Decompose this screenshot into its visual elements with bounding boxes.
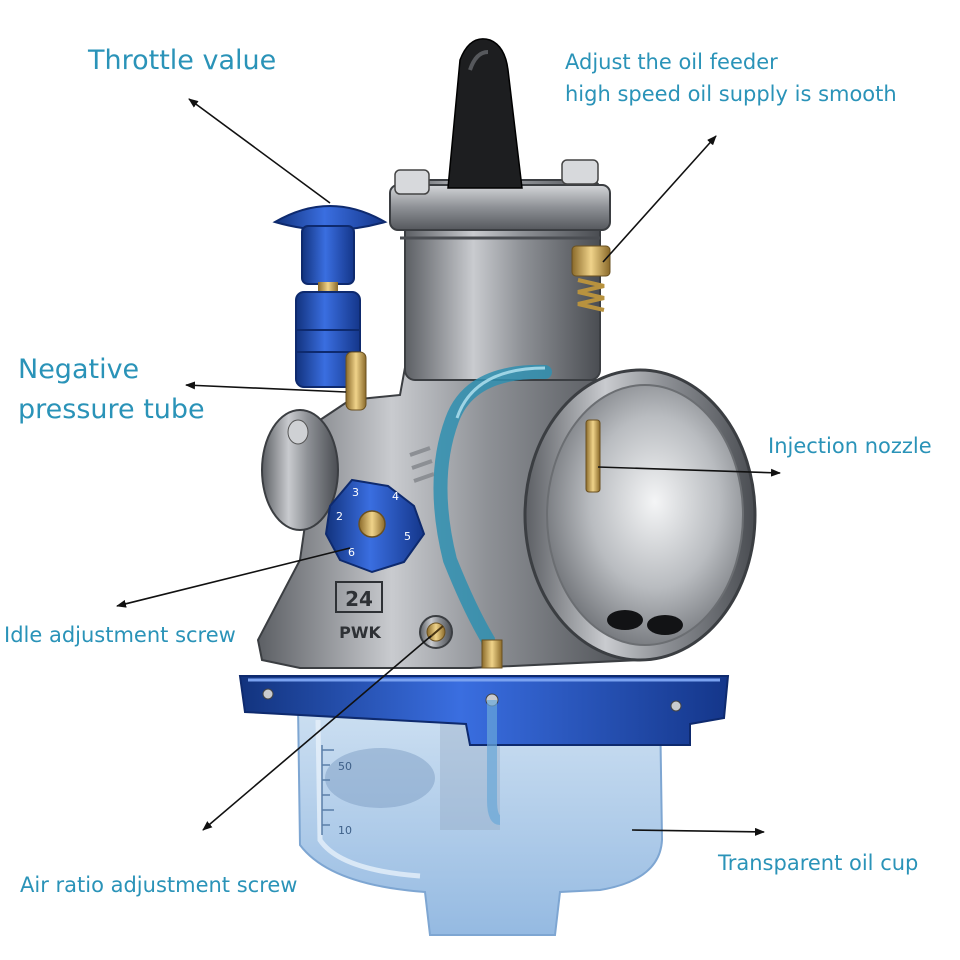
idle-knob (324, 446, 435, 574)
model-text: PWK (339, 623, 381, 642)
oil-feeder-label: Adjust the oil feeder high speed oil sup… (565, 46, 897, 110)
throttle-cap (447, 38, 523, 189)
arrow-throttle (188, 98, 331, 204)
arrow-negative-pressure (185, 381, 347, 393)
arrow-idle (116, 547, 351, 608)
top-screws (394, 159, 599, 195)
transparent-oil-cup-label: Transparent oil cup (718, 851, 919, 875)
cup-scale (321, 745, 334, 835)
negative-pressure-label-line2: pressure tube (18, 394, 205, 425)
model-plate (335, 581, 383, 613)
arrow-oil-feeder (602, 135, 717, 263)
knob-number-3: 3 (352, 486, 359, 499)
transparent-oil-cup (296, 704, 664, 936)
idle-adjustment-screw-label: Idle adjustment screw (4, 623, 236, 647)
air-ratio-adjustment-screw-label: Air ratio adjustment screw (20, 873, 298, 897)
negative-pressure-tube-label: Negative pressure tube (18, 350, 205, 430)
choke-plunger (272, 205, 388, 388)
pressure-nipple (345, 351, 367, 411)
injection-nozzle (585, 419, 601, 493)
knob-number-4: 4 (392, 490, 399, 503)
oil-feeder-label-line1: Adjust the oil feeder (565, 50, 778, 74)
scale-mark-50: 50 (338, 760, 352, 773)
leader-lines (116, 98, 781, 836)
scale-mark-10: 10 (338, 824, 352, 837)
arrow-air-ratio (202, 635, 432, 831)
air-ratio-screw (419, 615, 453, 649)
bell-mouth (523, 368, 757, 662)
injection-nozzle-label: Injection nozzle (768, 434, 932, 458)
throttle-value-label: Throttle value (88, 45, 277, 76)
oil-feeder-label-line2: high speed oil supply is smooth (565, 82, 897, 106)
vent-tube (433, 364, 552, 825)
arrow-injection (597, 466, 781, 477)
arrow-oil-cup (631, 827, 765, 836)
knob-number-5: 5 (404, 530, 411, 543)
model-number: 24 (345, 587, 373, 611)
oil-feeder-screw (571, 245, 611, 312)
knob-number-2: 2 (336, 510, 343, 523)
knob-number-6: 6 (348, 546, 355, 559)
negative-pressure-label-line1: Negative (18, 354, 140, 385)
